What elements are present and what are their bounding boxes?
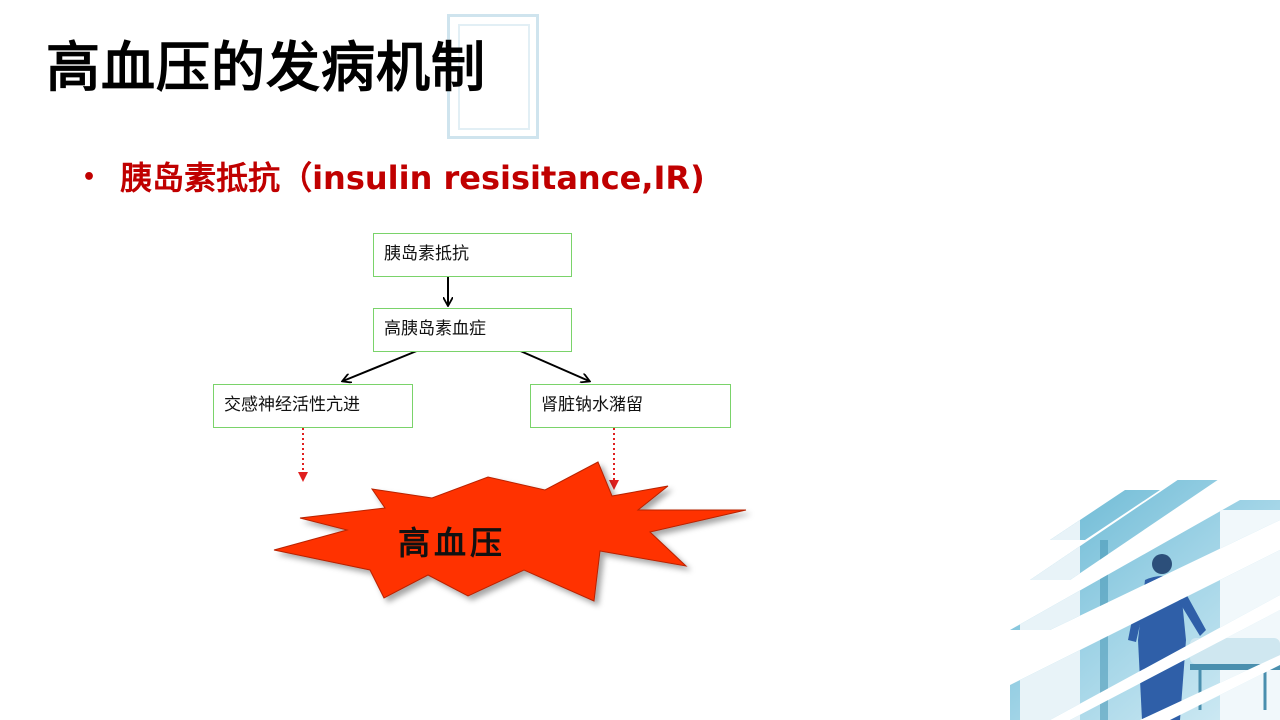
bullet-dot-icon: •: [82, 165, 97, 190]
bullet-item: • 胰岛素抵抗（insulin resisitance,IR): [82, 156, 705, 200]
hypertension-burst-shape: [273, 461, 747, 602]
dotted-arrow-head-left-icon: [298, 472, 308, 482]
node-insulin-resistance: 胰岛素抵抗: [373, 233, 572, 277]
arrow-hyperinsulinemia-to-sympathetic: [343, 347, 425, 381]
node-hyperinsulinemia: 高胰岛素血症: [373, 308, 572, 352]
node-sympathetic-hyperactivity: 交感神经活性亢进: [213, 384, 413, 428]
node-hypertension-label: 高血压: [398, 524, 507, 562]
slide-title: 高血压的发病机制: [46, 36, 486, 99]
node-renal-sodium-retention: 肾脏钠水潴留: [530, 384, 731, 428]
bullet-text: 胰岛素抵抗（insulin resisitance,IR): [120, 159, 705, 197]
dotted-arrow-head-right-icon: [609, 480, 619, 490]
title-frame-decoration: [447, 14, 539, 139]
hospital-corridor-photo: [1010, 480, 1280, 720]
title-frame-inner-decoration: [458, 24, 530, 130]
